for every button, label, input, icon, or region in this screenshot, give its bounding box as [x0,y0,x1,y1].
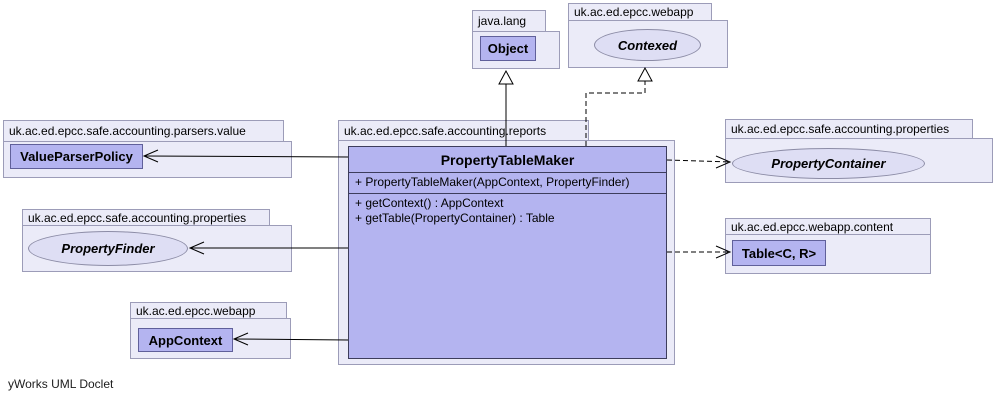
class-name: Table<C, R> [741,245,817,261]
class-name: PropertyTableMaker [349,147,666,173]
package-tab-webapp-content: uk.ac.ed.epcc.webapp.content [725,218,931,234]
package-tab-properties-right: uk.ac.ed.epcc.safe.accounting.properties [725,119,973,138]
class-name: ValueParserPolicy [20,149,133,164]
method-compartment: + getContext() : AppContext + getTable(P… [349,194,666,228]
class-propertytablemaker[interactable]: PropertyTableMaker + PropertyTableMaker(… [348,146,667,359]
package-label: uk.ac.ed.epcc.safe.accounting.properties [28,210,247,225]
package-label: java.lang [478,14,527,28]
method-entry: + getContext() : AppContext [355,196,504,210]
class-name: AppContext [148,332,223,348]
package-label: uk.ac.ed.epcc.safe.accounting.parsers.va… [9,124,246,138]
class-object[interactable]: Object [480,36,536,61]
package-tab-webapp-top: uk.ac.ed.epcc.webapp [568,3,712,20]
interface-name: PropertyContainer [771,156,886,171]
package-tab-webapp-bottom: uk.ac.ed.epcc.webapp [130,302,287,318]
edge-implements-contexed [585,66,653,146]
package-label: uk.ac.ed.epcc.safe.accounting.properties [731,122,950,136]
package-label: uk.ac.ed.epcc.safe.accounting.reports [344,123,547,138]
interface-contexed[interactable]: Contexed [594,29,701,61]
class-valueparserpolicy[interactable]: ValueParserPolicy [10,144,143,169]
edge-dependency-propertycontainer [666,155,732,169]
generalization-arrowhead-icon [498,69,514,85]
edge-dependency-table [667,245,732,259]
package-label: uk.ac.ed.epcc.webapp.content [731,219,894,234]
realization-arrowhead-icon [637,66,653,82]
interface-propertycontainer[interactable]: PropertyContainer [732,148,925,179]
interface-propertyfinder[interactable]: PropertyFinder [28,231,188,266]
package-tab-parsers-value: uk.ac.ed.epcc.safe.accounting.parsers.va… [3,120,284,141]
constructor-compartment: + PropertyTableMaker(AppContext, Propert… [349,173,666,194]
interface-name: Contexed [617,37,678,53]
interface-name: PropertyFinder [61,241,155,256]
package-tab-properties-left: uk.ac.ed.epcc.safe.accounting.properties [22,209,270,225]
constructor-entry: + PropertyTableMaker(AppContext, Propert… [355,175,630,189]
package-label: uk.ac.ed.epcc.webapp [574,5,694,19]
generator-credit: yWorks UML Doclet [8,377,114,391]
package-tab-reports: uk.ac.ed.epcc.safe.accounting.reports [338,120,589,140]
class-name: Object [487,41,529,56]
class-appcontext[interactable]: AppContext [138,328,233,352]
package-tab-java-lang: java.lang [472,10,546,31]
package-label: uk.ac.ed.epcc.webapp [136,303,256,318]
class-table[interactable]: Table<C, R> [732,240,826,266]
method-entry: + getTable(PropertyContainer) : Table [355,211,555,225]
